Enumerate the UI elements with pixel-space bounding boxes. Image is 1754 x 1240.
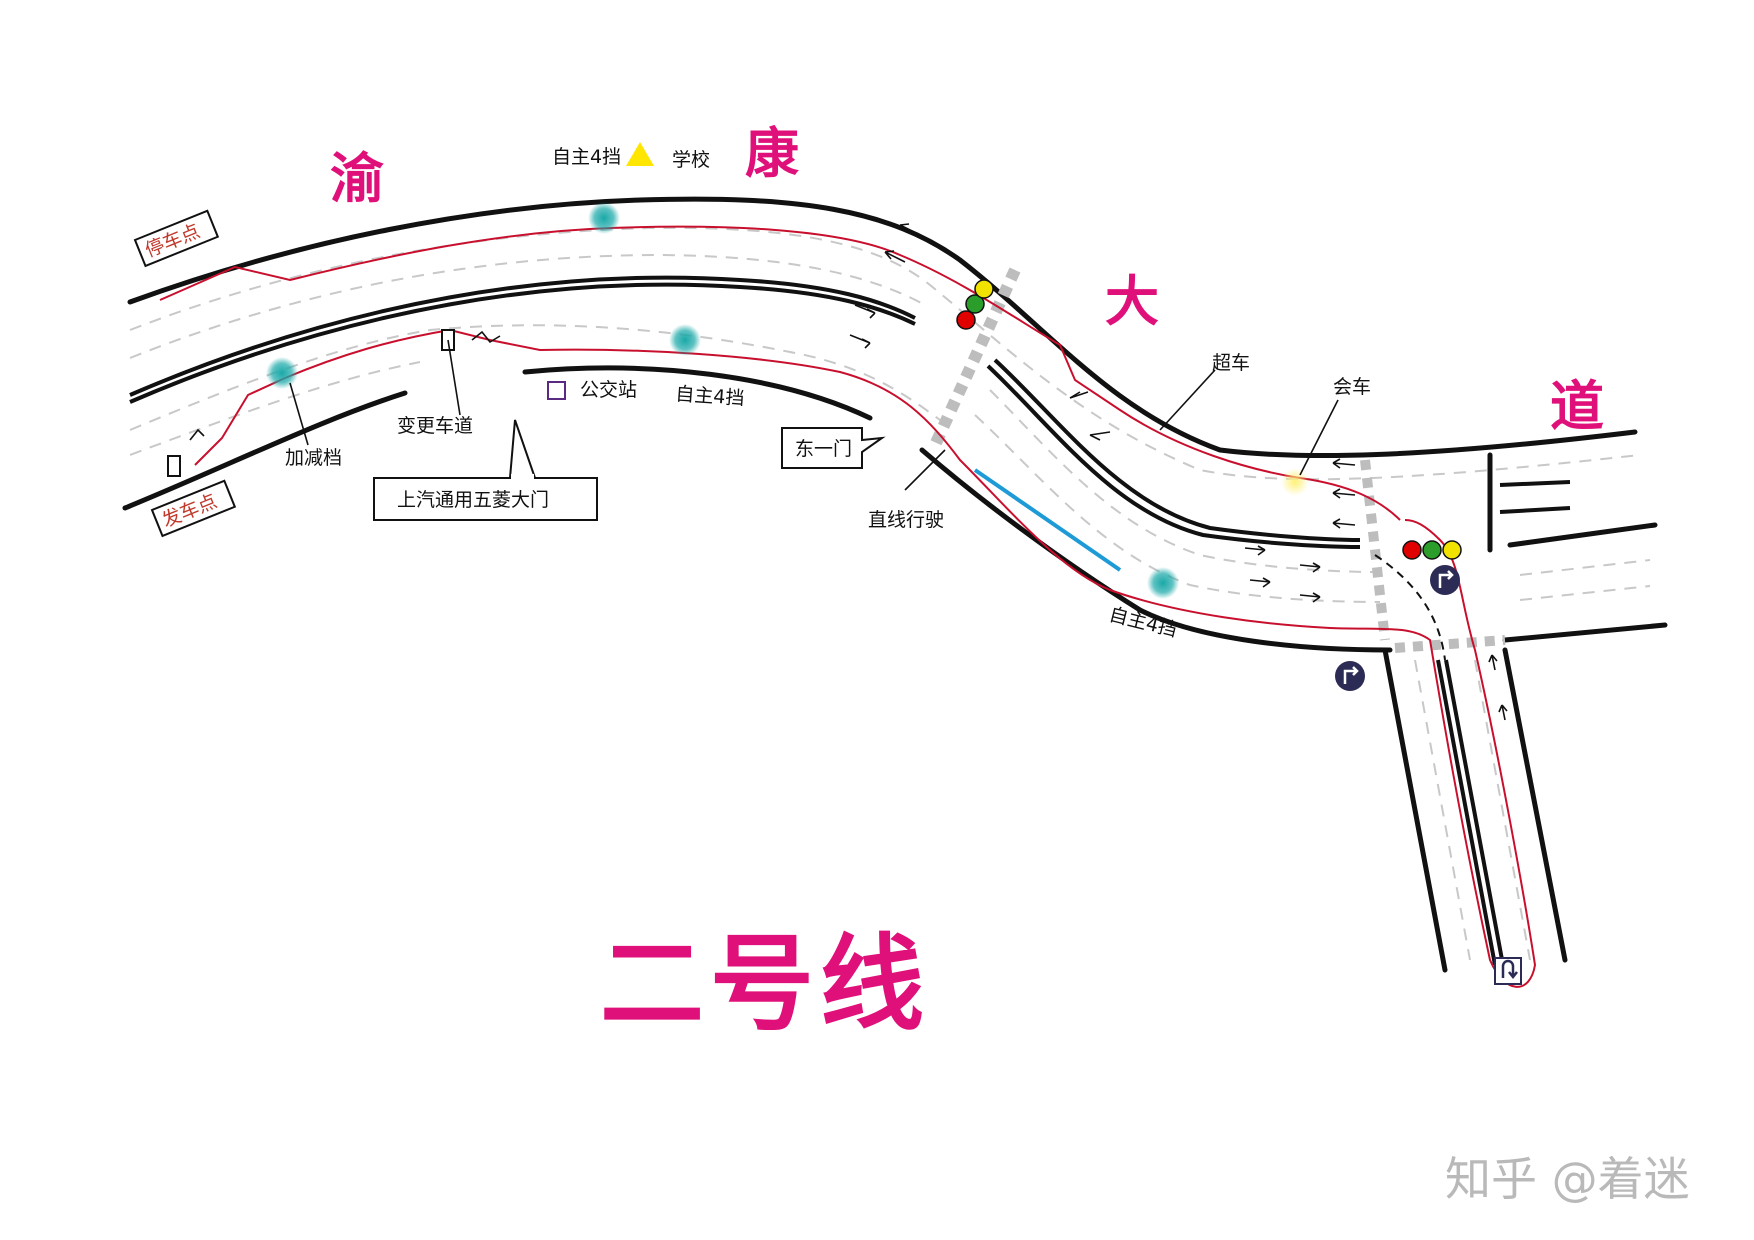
meet-car-label: 会车 <box>1333 376 1371 398</box>
branch-left-curb <box>1382 647 1448 973</box>
branch-median <box>1436 659 1505 966</box>
lane-change-label: 变更车道 <box>397 415 473 437</box>
lower-median <box>993 358 1361 542</box>
road-name-char-4: 道 <box>1550 375 1604 438</box>
turn-right-sign-icon <box>1335 661 1365 691</box>
stop-point-sign: 停车点 <box>133 209 220 268</box>
u-turn-sign-icon <box>1494 957 1522 985</box>
car-icon <box>167 428 205 477</box>
auto-gear-top-label: 自主4挡 <box>552 146 621 168</box>
road-name-char-2: 康 <box>745 122 799 185</box>
turn-guide-line <box>1374 554 1446 661</box>
crosswalks <box>929 267 1506 653</box>
junction-right-edge <box>1507 522 1658 548</box>
turn-right-sign-icon <box>1430 565 1460 595</box>
page-title: 二号线 <box>600 923 930 1045</box>
bus-stop-square-icon <box>547 381 566 400</box>
lower-median-2 <box>986 364 1361 549</box>
bus-stop-curb <box>522 365 873 421</box>
saic-gate-callout: 上汽通用五菱大门 <box>373 419 598 521</box>
gear-marker-mid <box>669 324 701 356</box>
road-name-char-1: 渝 <box>330 147 384 210</box>
junction-right-bottom <box>1502 622 1668 643</box>
auto-gear-mid-label: 自主4挡 <box>675 383 745 410</box>
east-gate-label: 东一门 <box>795 438 852 460</box>
straight-label: 直线行驶 <box>868 509 944 531</box>
leader-lines <box>289 339 1339 491</box>
gear-marker-left <box>266 357 298 389</box>
branch-right-curb <box>1502 647 1568 963</box>
saic-gate-label: 上汽通用五菱大门 <box>397 489 549 511</box>
road-name-char-3: 大 <box>1105 270 1159 333</box>
upper-median <box>129 275 916 397</box>
junction-stubs <box>1499 480 1571 514</box>
straight-driving-segment <box>973 468 1122 572</box>
traffic-light-icon <box>1402 540 1462 560</box>
overtake-label: 超车 <box>1212 352 1250 374</box>
driving-route <box>159 225 1537 988</box>
gear-marker-bottom <box>1147 567 1179 599</box>
mid-left-curb <box>122 390 408 511</box>
traffic-light-icon <box>956 279 994 330</box>
bottom-curb <box>919 447 1393 653</box>
top-curb <box>127 196 1638 459</box>
triangle-warning-icon <box>626 142 654 166</box>
east-gate-callout: 东一门 <box>781 427 886 469</box>
watermark: 知乎 @着迷 <box>1445 1152 1690 1206</box>
upper-median-2 <box>129 282 916 404</box>
gear-marker-top <box>588 202 620 234</box>
bus-stop-label: 公交站 <box>580 379 637 401</box>
route-lower <box>194 328 1537 988</box>
meet-car-marker <box>1281 468 1309 496</box>
direction-arrows <box>849 223 1508 721</box>
gear-shift-label: 加减档 <box>285 447 342 469</box>
school-label: 学校 <box>672 149 710 171</box>
road-curbs <box>122 196 1668 973</box>
